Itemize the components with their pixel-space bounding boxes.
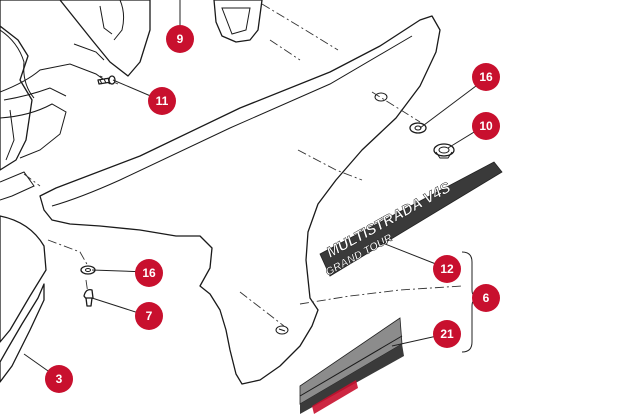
callout-21-label: 21 (440, 327, 454, 341)
screw-11 (97, 75, 116, 85)
callout-6: 6 (472, 284, 500, 312)
washer-16-top (409, 122, 427, 134)
callout-11: 11 (148, 87, 176, 115)
callout-7: 7 (135, 302, 163, 330)
callout-12: 12 (433, 255, 461, 283)
assembly-axis-lines (23, 3, 463, 327)
callout-12-label: 12 (440, 262, 454, 276)
callout-10: 10 (472, 112, 500, 140)
callout-9-label: 9 (177, 32, 184, 46)
decal-line1: MULTISTRADA V4S (324, 179, 454, 261)
callout-16-top: 16 (472, 63, 500, 91)
callout-6-label: 6 (483, 291, 490, 305)
callout-10-label: 10 (479, 119, 493, 133)
callout-3: 3 (45, 365, 73, 393)
left-lower-fairing (0, 215, 47, 383)
upper-frame-part (0, 0, 151, 201)
screw-7 (83, 288, 94, 307)
callout-11-label: 11 (156, 94, 169, 108)
callout-16-top-label: 16 (479, 70, 493, 84)
callout-9: 9 (166, 25, 194, 53)
callout-7-label: 7 (146, 309, 153, 323)
callout-16-left: 16 (135, 259, 163, 287)
callout-16-left-label: 16 (142, 266, 156, 280)
upper-bracket-part (213, 0, 263, 43)
callout-3-label: 3 (56, 372, 63, 386)
decal-stripe-21 (299, 317, 404, 414)
callout-21: 21 (433, 320, 461, 348)
side-fairing-panel (39, 15, 441, 385)
decal-multistrada-v4s: MULTISTRADA V4S GRAND TOUR (319, 161, 503, 279)
